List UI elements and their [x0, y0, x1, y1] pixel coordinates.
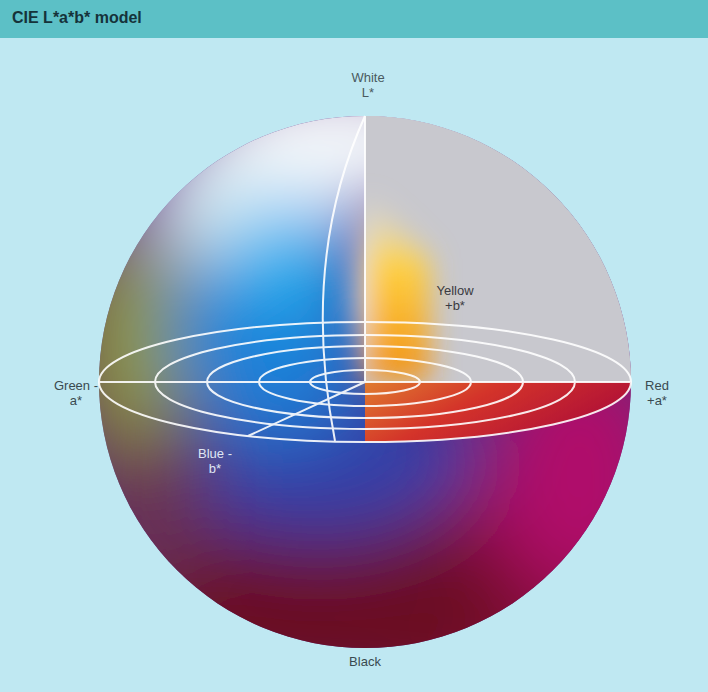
title: CIE L*a*b* model — [12, 9, 142, 27]
axis-label: Blue -b* — [197, 446, 233, 476]
axis-label: White L* — [345, 70, 391, 100]
axis-label: Yellow +b* — [430, 283, 480, 313]
axis-label: Black — [335, 654, 395, 669]
axis-label: Green -a* — [53, 378, 99, 408]
axis-label: Red +a* — [638, 378, 676, 408]
